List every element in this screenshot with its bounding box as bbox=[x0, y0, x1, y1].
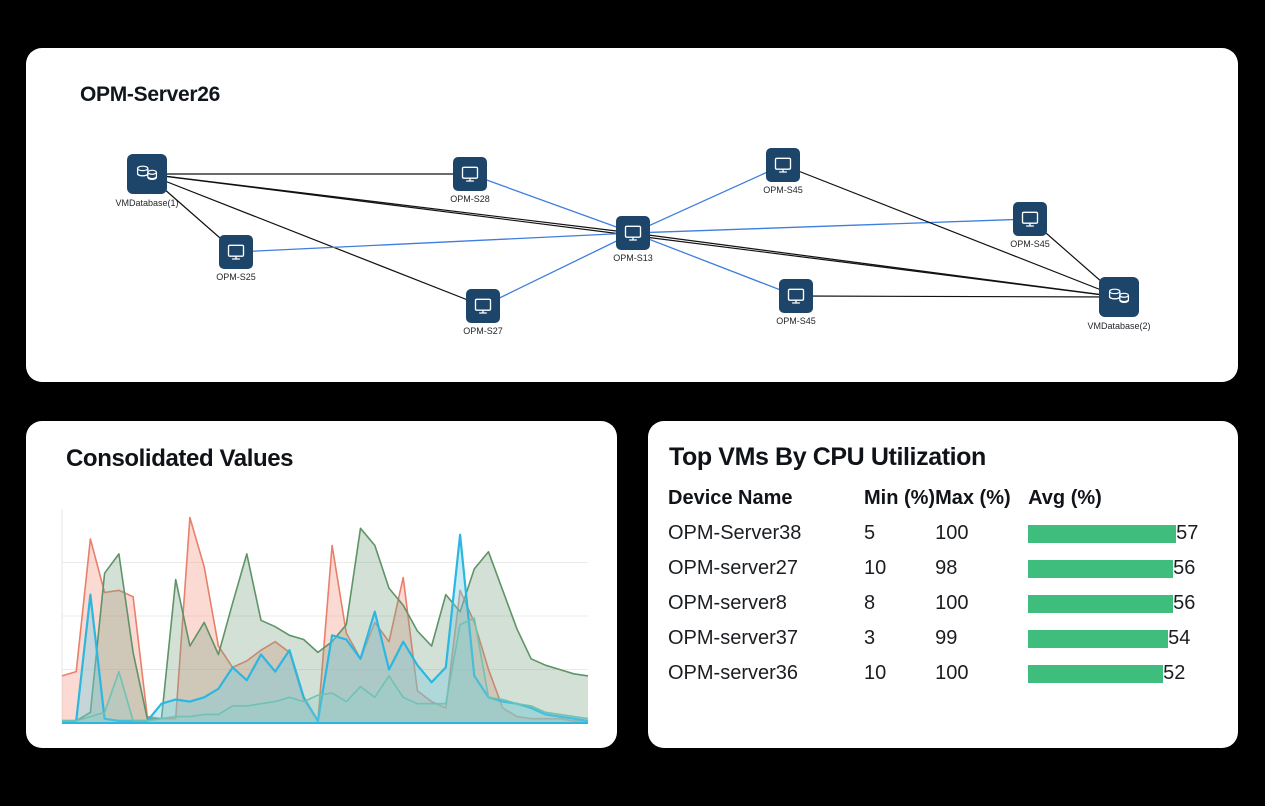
topology-link[interactable] bbox=[632, 232, 1120, 298]
column-header-avg[interactable]: Avg (%) bbox=[1028, 487, 1102, 509]
cell-device-name: OPM-server37 bbox=[668, 627, 799, 649]
cell-avg: 56 bbox=[1028, 551, 1220, 586]
cell-min: 3 bbox=[864, 627, 876, 649]
topology-node-label: OPM-S25 bbox=[216, 272, 256, 282]
chart-title: Consolidated Values bbox=[66, 445, 294, 472]
cell-max: 99 bbox=[935, 627, 958, 649]
chart-area-series-green bbox=[62, 528, 588, 723]
topology-link[interactable] bbox=[632, 164, 784, 234]
cell-device-name: OPM-server36 bbox=[668, 662, 799, 684]
column-header-min[interactable]: Min (%) bbox=[864, 487, 936, 509]
cell-avg: 57 bbox=[1028, 516, 1220, 551]
topology-link[interactable] bbox=[632, 232, 797, 297]
cell-device-name: OPM-Server38 bbox=[668, 522, 802, 544]
table-row[interactable]: OPM-server27 10 98 56 bbox=[668, 551, 1220, 586]
cell-max: 100 bbox=[935, 592, 969, 614]
cell-max: 98 bbox=[935, 557, 958, 579]
monitor-icon bbox=[779, 279, 813, 313]
monitor-icon bbox=[219, 235, 253, 269]
monitor-icon bbox=[453, 157, 487, 191]
chart-area-series-cyan bbox=[62, 534, 588, 723]
topology-link[interactable] bbox=[795, 295, 1120, 298]
topology-node-label: OPM-S13 bbox=[613, 253, 653, 263]
topology-node-label: VMDatabase(1) bbox=[115, 198, 179, 208]
avg-value: 54 bbox=[1168, 627, 1191, 649]
topology-node-label: OPM-S28 bbox=[450, 194, 490, 204]
column-header-max[interactable]: Max (%) bbox=[935, 487, 1011, 509]
topology-link[interactable] bbox=[482, 232, 634, 307]
avg-bar bbox=[1028, 524, 1177, 543]
database-icon bbox=[127, 154, 167, 194]
cell-min: 8 bbox=[864, 592, 876, 614]
monitor-icon bbox=[766, 148, 800, 182]
avg-value: 56 bbox=[1173, 557, 1196, 579]
avg-value: 56 bbox=[1173, 592, 1196, 614]
avg-bar bbox=[1028, 664, 1164, 683]
monitor-icon bbox=[1013, 202, 1047, 236]
table-row[interactable]: OPM-server36 10 100 52 bbox=[668, 656, 1220, 691]
cell-device-name: OPM-server8 bbox=[668, 592, 787, 614]
cell-avg: 52 bbox=[1028, 656, 1220, 691]
column-header-device-name[interactable]: Device Name bbox=[668, 487, 793, 509]
database-icon bbox=[1099, 277, 1139, 317]
topology-link[interactable] bbox=[469, 173, 634, 234]
cell-min: 10 bbox=[864, 557, 887, 579]
topology-graph[interactable] bbox=[26, 48, 1238, 382]
chart-area-series-red bbox=[62, 517, 588, 723]
topology-node-label: OPM-S45 bbox=[1010, 239, 1050, 249]
chart-line-series-teal[interactable] bbox=[62, 617, 589, 722]
chart-area-series-teal bbox=[62, 618, 588, 723]
monitor-icon bbox=[616, 216, 650, 250]
table-row[interactable]: OPM-Server38 5 100 57 bbox=[668, 516, 1220, 551]
avg-bar bbox=[1028, 559, 1174, 578]
topology-node-label: VMDatabase(2) bbox=[1087, 321, 1151, 331]
avg-value: 57 bbox=[1176, 522, 1199, 544]
cell-min: 5 bbox=[864, 522, 876, 544]
avg-bar bbox=[1028, 629, 1169, 648]
top-vms-title: Top VMs By CPU Utilization bbox=[669, 443, 986, 471]
chart-line-series-cyan[interactable] bbox=[62, 533, 589, 722]
cell-max: 100 bbox=[935, 522, 969, 544]
cell-min: 10 bbox=[864, 662, 887, 684]
topology-link[interactable] bbox=[782, 164, 1120, 298]
table-header-row: Device Name Min (%) Max (%) Avg (%) bbox=[668, 487, 1220, 516]
topology-link[interactable] bbox=[146, 173, 484, 307]
table-row[interactable]: OPM-server8 8 100 56 bbox=[668, 586, 1220, 621]
monitor-icon bbox=[466, 289, 500, 323]
cell-max: 100 bbox=[935, 662, 969, 684]
consolidated-values-chart[interactable] bbox=[26, 421, 617, 748]
topology-title: OPM-Server26 bbox=[80, 83, 220, 106]
avg-value: 52 bbox=[1163, 662, 1186, 684]
topology-node-label: OPM-S45 bbox=[776, 316, 816, 326]
cell-device-name: OPM-server27 bbox=[668, 557, 799, 579]
topology-node-label: OPM-S27 bbox=[463, 326, 503, 336]
table-row[interactable]: OPM-server37 3 99 54 bbox=[668, 621, 1220, 656]
consolidated-values-card: Consolidated Values bbox=[26, 421, 617, 748]
cell-avg: 56 bbox=[1028, 586, 1220, 621]
table-head: Device Name Min (%) Max (%) Avg (%) bbox=[668, 487, 1220, 516]
topology-link[interactable] bbox=[632, 218, 1031, 234]
topology-link[interactable] bbox=[235, 232, 634, 253]
top-vms-card: Top VMs By CPU Utilization Device Name M… bbox=[648, 421, 1238, 748]
top-vms-table: Device Name Min (%) Max (%) Avg (%) OPM-… bbox=[668, 487, 1220, 691]
cell-avg: 54 bbox=[1028, 621, 1220, 656]
avg-bar bbox=[1028, 594, 1174, 613]
topology-node-label: OPM-S45 bbox=[763, 185, 803, 195]
